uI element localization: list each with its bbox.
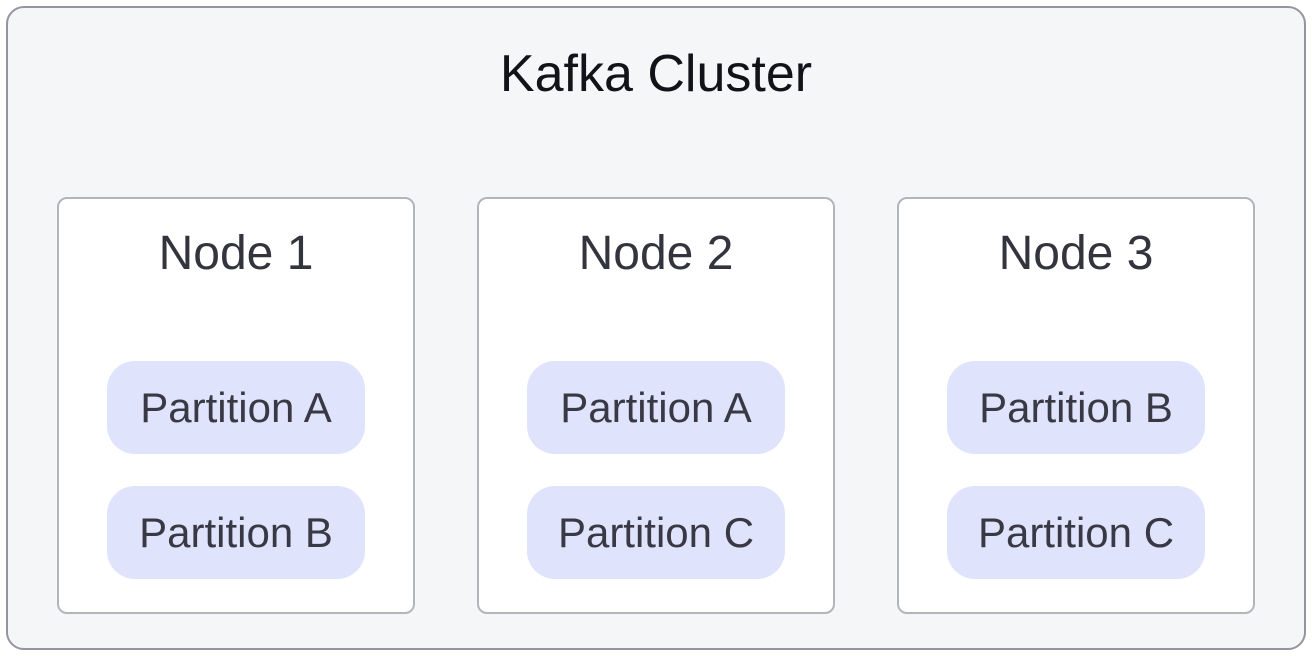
partition-chip: Partition A [107, 361, 365, 454]
partition-chip: Partition A [527, 361, 785, 454]
node-card-3: Node 3 Partition B Partition C [897, 197, 1255, 614]
node-card-2: Node 2 Partition A Partition C [477, 197, 835, 614]
partition-chip: Partition B [947, 361, 1205, 454]
node-1-partitions: Partition A Partition B [107, 361, 365, 579]
node-card-1: Node 1 Partition A Partition B [57, 197, 415, 614]
node-3-partitions: Partition B Partition C [947, 361, 1205, 579]
kafka-cluster-container: Kafka Cluster Node 1 Partition A Partiti… [6, 6, 1306, 650]
partition-chip: Partition B [107, 486, 365, 579]
cluster-title: Kafka Cluster [499, 45, 813, 103]
node-3-title: Node 3 [998, 227, 1154, 280]
node-1-title: Node 1 [158, 227, 314, 280]
partition-chip: Partition C [527, 486, 785, 579]
nodes-row: Node 1 Partition A Partition B Node 2 Pa… [8, 197, 1304, 614]
partition-chip: Partition C [947, 486, 1205, 579]
node-2-partitions: Partition A Partition C [527, 361, 785, 579]
node-2-title: Node 2 [578, 227, 734, 280]
